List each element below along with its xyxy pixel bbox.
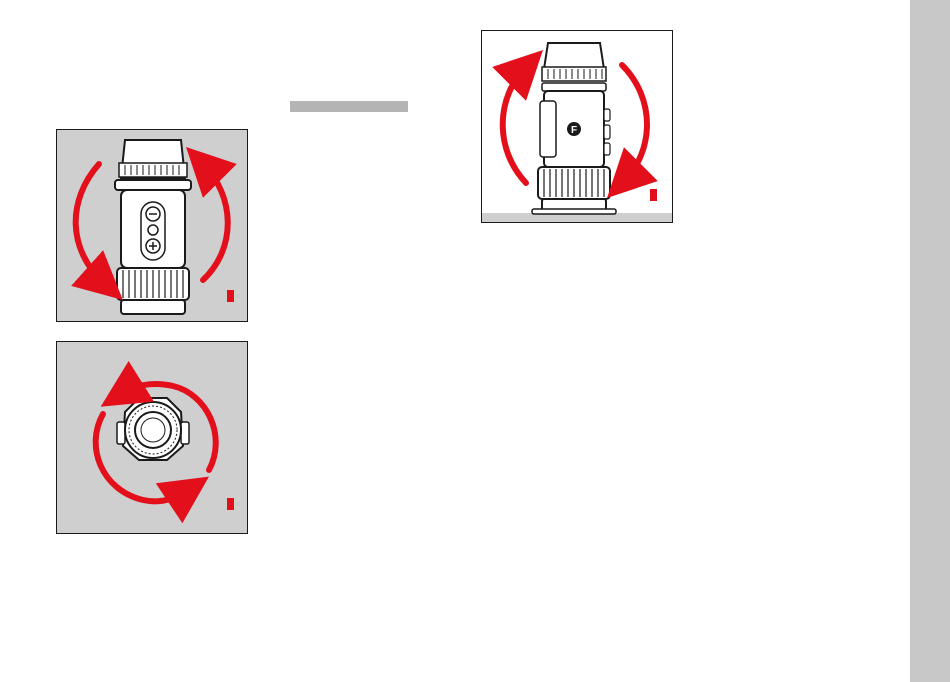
monocular-side-illustration: F (482, 31, 672, 222)
monocular-front-illustration (57, 130, 247, 321)
rotate-arrow-right (622, 65, 647, 181)
center-button-icon (148, 225, 158, 235)
red-marker (227, 290, 234, 302)
rotate-arrow-left (503, 67, 526, 183)
figure-monocular-front (56, 129, 248, 322)
figure-monocular-side: F (481, 30, 673, 223)
svg-text:F: F (571, 125, 577, 136)
sidebar-tab (910, 0, 950, 682)
figure-eyepiece-top (56, 341, 248, 534)
red-marker (227, 498, 234, 510)
eyepiece-top-illustration (57, 342, 247, 533)
rotate-arrow-right (203, 164, 228, 280)
function-button-icon: F (567, 122, 581, 136)
plus-button-icon (146, 239, 160, 253)
rotate-arrow-left (76, 164, 105, 284)
section-heading-bar (290, 101, 408, 112)
minus-button-icon (146, 207, 160, 221)
red-marker (650, 189, 657, 201)
